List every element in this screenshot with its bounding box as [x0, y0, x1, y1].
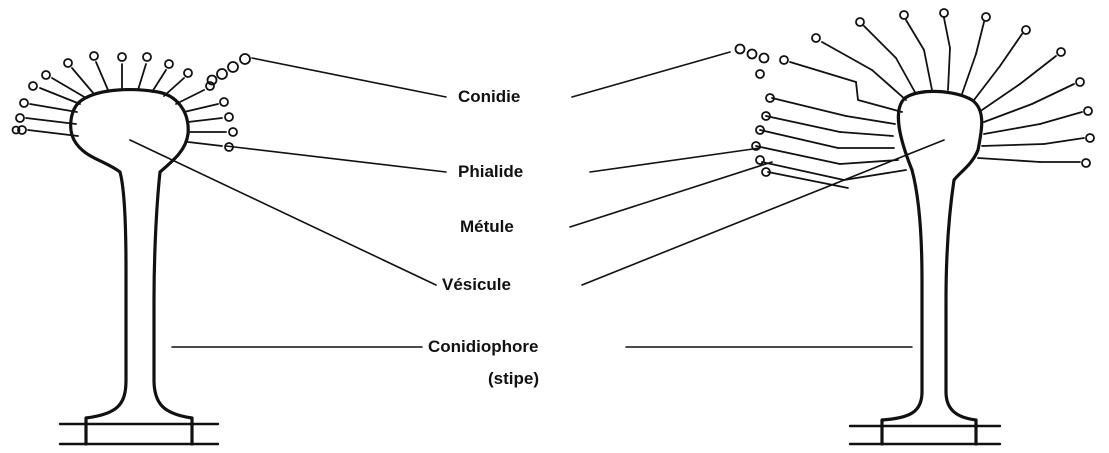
label-conidiophore: Conidiophore [424, 337, 542, 357]
leader-phialide-right [590, 148, 760, 172]
label-phialide: Phialide [454, 162, 527, 182]
label-vesicule: Vésicule [438, 275, 515, 295]
label-metule: Métule [456, 217, 518, 237]
leader-metule-right [570, 162, 772, 227]
leader-vesicule-left [130, 140, 436, 285]
right-conidia-chain [736, 45, 769, 63]
left-stipe-outline [71, 90, 188, 444]
leader-conidie-left [252, 58, 446, 97]
left-conidia-chain [208, 54, 251, 85]
left-phialides [13, 52, 238, 151]
right-conidiophore [736, 9, 1095, 444]
right-stipe-outline [898, 91, 981, 444]
label-stipe: (stipe) [484, 369, 543, 389]
leader-conidie-right [572, 52, 730, 97]
leader-phialide-left [226, 146, 446, 172]
leader-lines [130, 52, 944, 347]
left-base-plate [60, 424, 218, 444]
right-phialides [752, 9, 1094, 188]
label-conidie: Conidie [454, 87, 524, 107]
left-conidiophore [13, 52, 251, 444]
